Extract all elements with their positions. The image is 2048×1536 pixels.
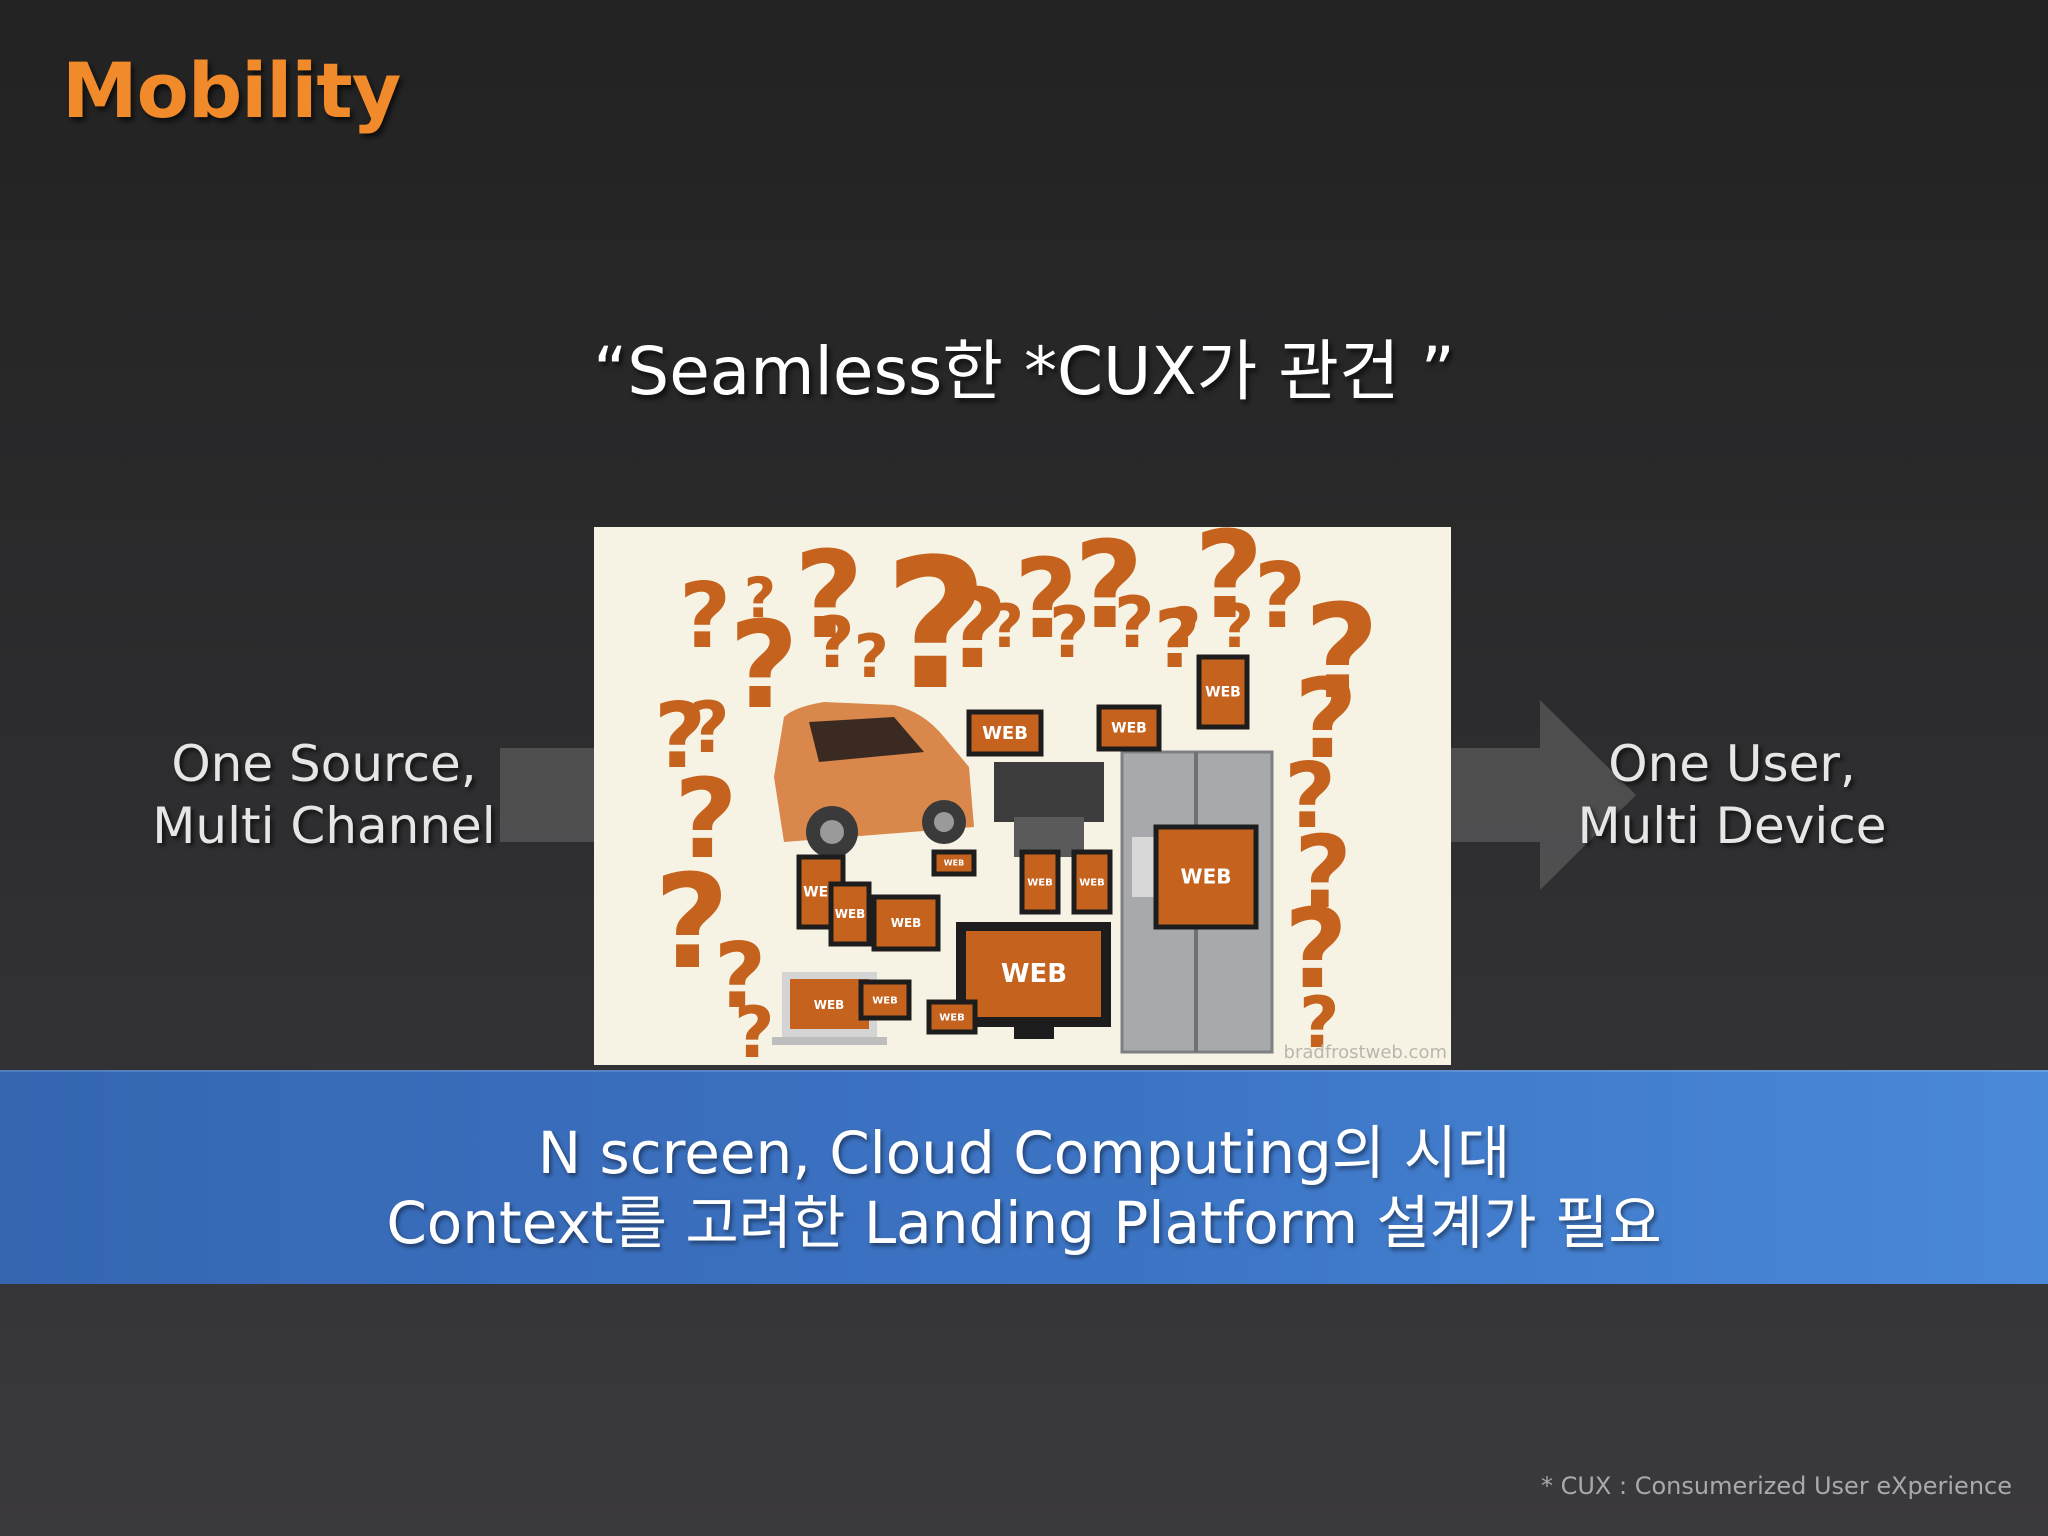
question-mark: ? [1194, 527, 1264, 646]
left-label-line-2: Multi Channel [152, 797, 496, 855]
web-device-label: WEB [1079, 877, 1104, 888]
question-mark: ? [944, 565, 1008, 693]
web-device-label: WEB [982, 723, 1028, 744]
question-mark: ? [654, 684, 706, 789]
question-mark: ? [1154, 593, 1200, 686]
web-device-label: WEB [891, 916, 922, 930]
question-mark: ? [884, 527, 988, 730]
question-mark: ? [1304, 576, 1379, 728]
web-device-screen [1071, 849, 1113, 915]
web-device-screen [858, 979, 912, 1021]
devices-illustration: ?????????????????????????????? [594, 527, 1451, 1065]
question-mark: ? [1284, 885, 1348, 1013]
question-mark: ? [794, 527, 864, 666]
web-device-screen [1096, 704, 1162, 752]
question-mark: ? [679, 564, 731, 669]
question-mark: ? [674, 755, 738, 883]
slide-title: Mobility [62, 46, 401, 135]
question-marks: ?????????????????????????????? [654, 527, 1379, 1065]
question-mark: ? [744, 566, 776, 630]
question-mark: ? [714, 924, 766, 1029]
question-mark: ? [989, 592, 1024, 662]
footnote: * CUX : Consumerized User eXperience [1540, 1472, 2012, 1500]
web-device-screen [966, 709, 1044, 757]
question-mark: ? [1014, 535, 1078, 663]
question-mark: ? [734, 992, 775, 1065]
web-device-label: WEB [1027, 877, 1052, 888]
question-mark: ? [654, 846, 729, 998]
question-mark: ? [1254, 544, 1306, 649]
web-device-label: WEB [835, 907, 866, 921]
web-device-label: WEB [872, 995, 897, 1006]
question-mark: ? [1219, 592, 1254, 662]
web-device-label: WEB [1181, 865, 1232, 889]
monitor-web-label: WEB [1001, 959, 1067, 989]
printer-image [994, 762, 1104, 857]
question-mark: ? [1114, 582, 1155, 664]
banner-line-2: Context를 고려한 Landing Platform 설계가 필요 [386, 1189, 1662, 1257]
question-mark: ? [1049, 592, 1090, 674]
web-device-screen [828, 881, 872, 947]
web-device-label: WEB [944, 859, 964, 868]
web-device-screen [1196, 654, 1250, 730]
watermark: bradfrostweb.com [1283, 1042, 1447, 1063]
devices-illustration-svg: ?????????????????????????????? [654, 527, 1379, 1065]
left-label: One Source, Multi Channel [104, 733, 544, 857]
question-mark: ? [1294, 814, 1352, 931]
question-mark: ? [729, 597, 799, 736]
headline: “Seamless한 *CUX가 관건 ” [593, 333, 1455, 410]
car-image [774, 702, 974, 858]
left-label-line-1: One Source, [171, 735, 477, 793]
web-device-label: WEB [939, 1012, 964, 1023]
banner [0, 1070, 2048, 1284]
monitor-image [956, 922, 1111, 1039]
question-mark: ? [814, 602, 855, 684]
right-label: One User, Multi Device [1512, 733, 1952, 857]
web-device-label: WEB [1111, 721, 1147, 737]
question-mark: ? [1299, 982, 1340, 1064]
web-device-label: WEB [1205, 685, 1241, 701]
web-device-screen [931, 849, 977, 877]
question-mark: ? [1284, 744, 1336, 849]
banner-line-1: N screen, Cloud Computing의 시대 [537, 1119, 1511, 1187]
web-device-screen [871, 894, 941, 952]
web-device-screen [1153, 824, 1259, 930]
web-device-screen [1019, 849, 1061, 915]
question-mark: ? [1169, 596, 1201, 660]
right-label-line-2: Multi Device [1577, 797, 1887, 855]
laptop-web-label: WEB [814, 998, 845, 1012]
web-device-screen [926, 999, 978, 1035]
right-label-line-1: One User, [1608, 735, 1856, 793]
question-mark: ? [1074, 527, 1144, 656]
question-mark: ? [854, 622, 889, 692]
question-mark: ? [1294, 655, 1358, 783]
question-mark: ? [689, 687, 730, 769]
